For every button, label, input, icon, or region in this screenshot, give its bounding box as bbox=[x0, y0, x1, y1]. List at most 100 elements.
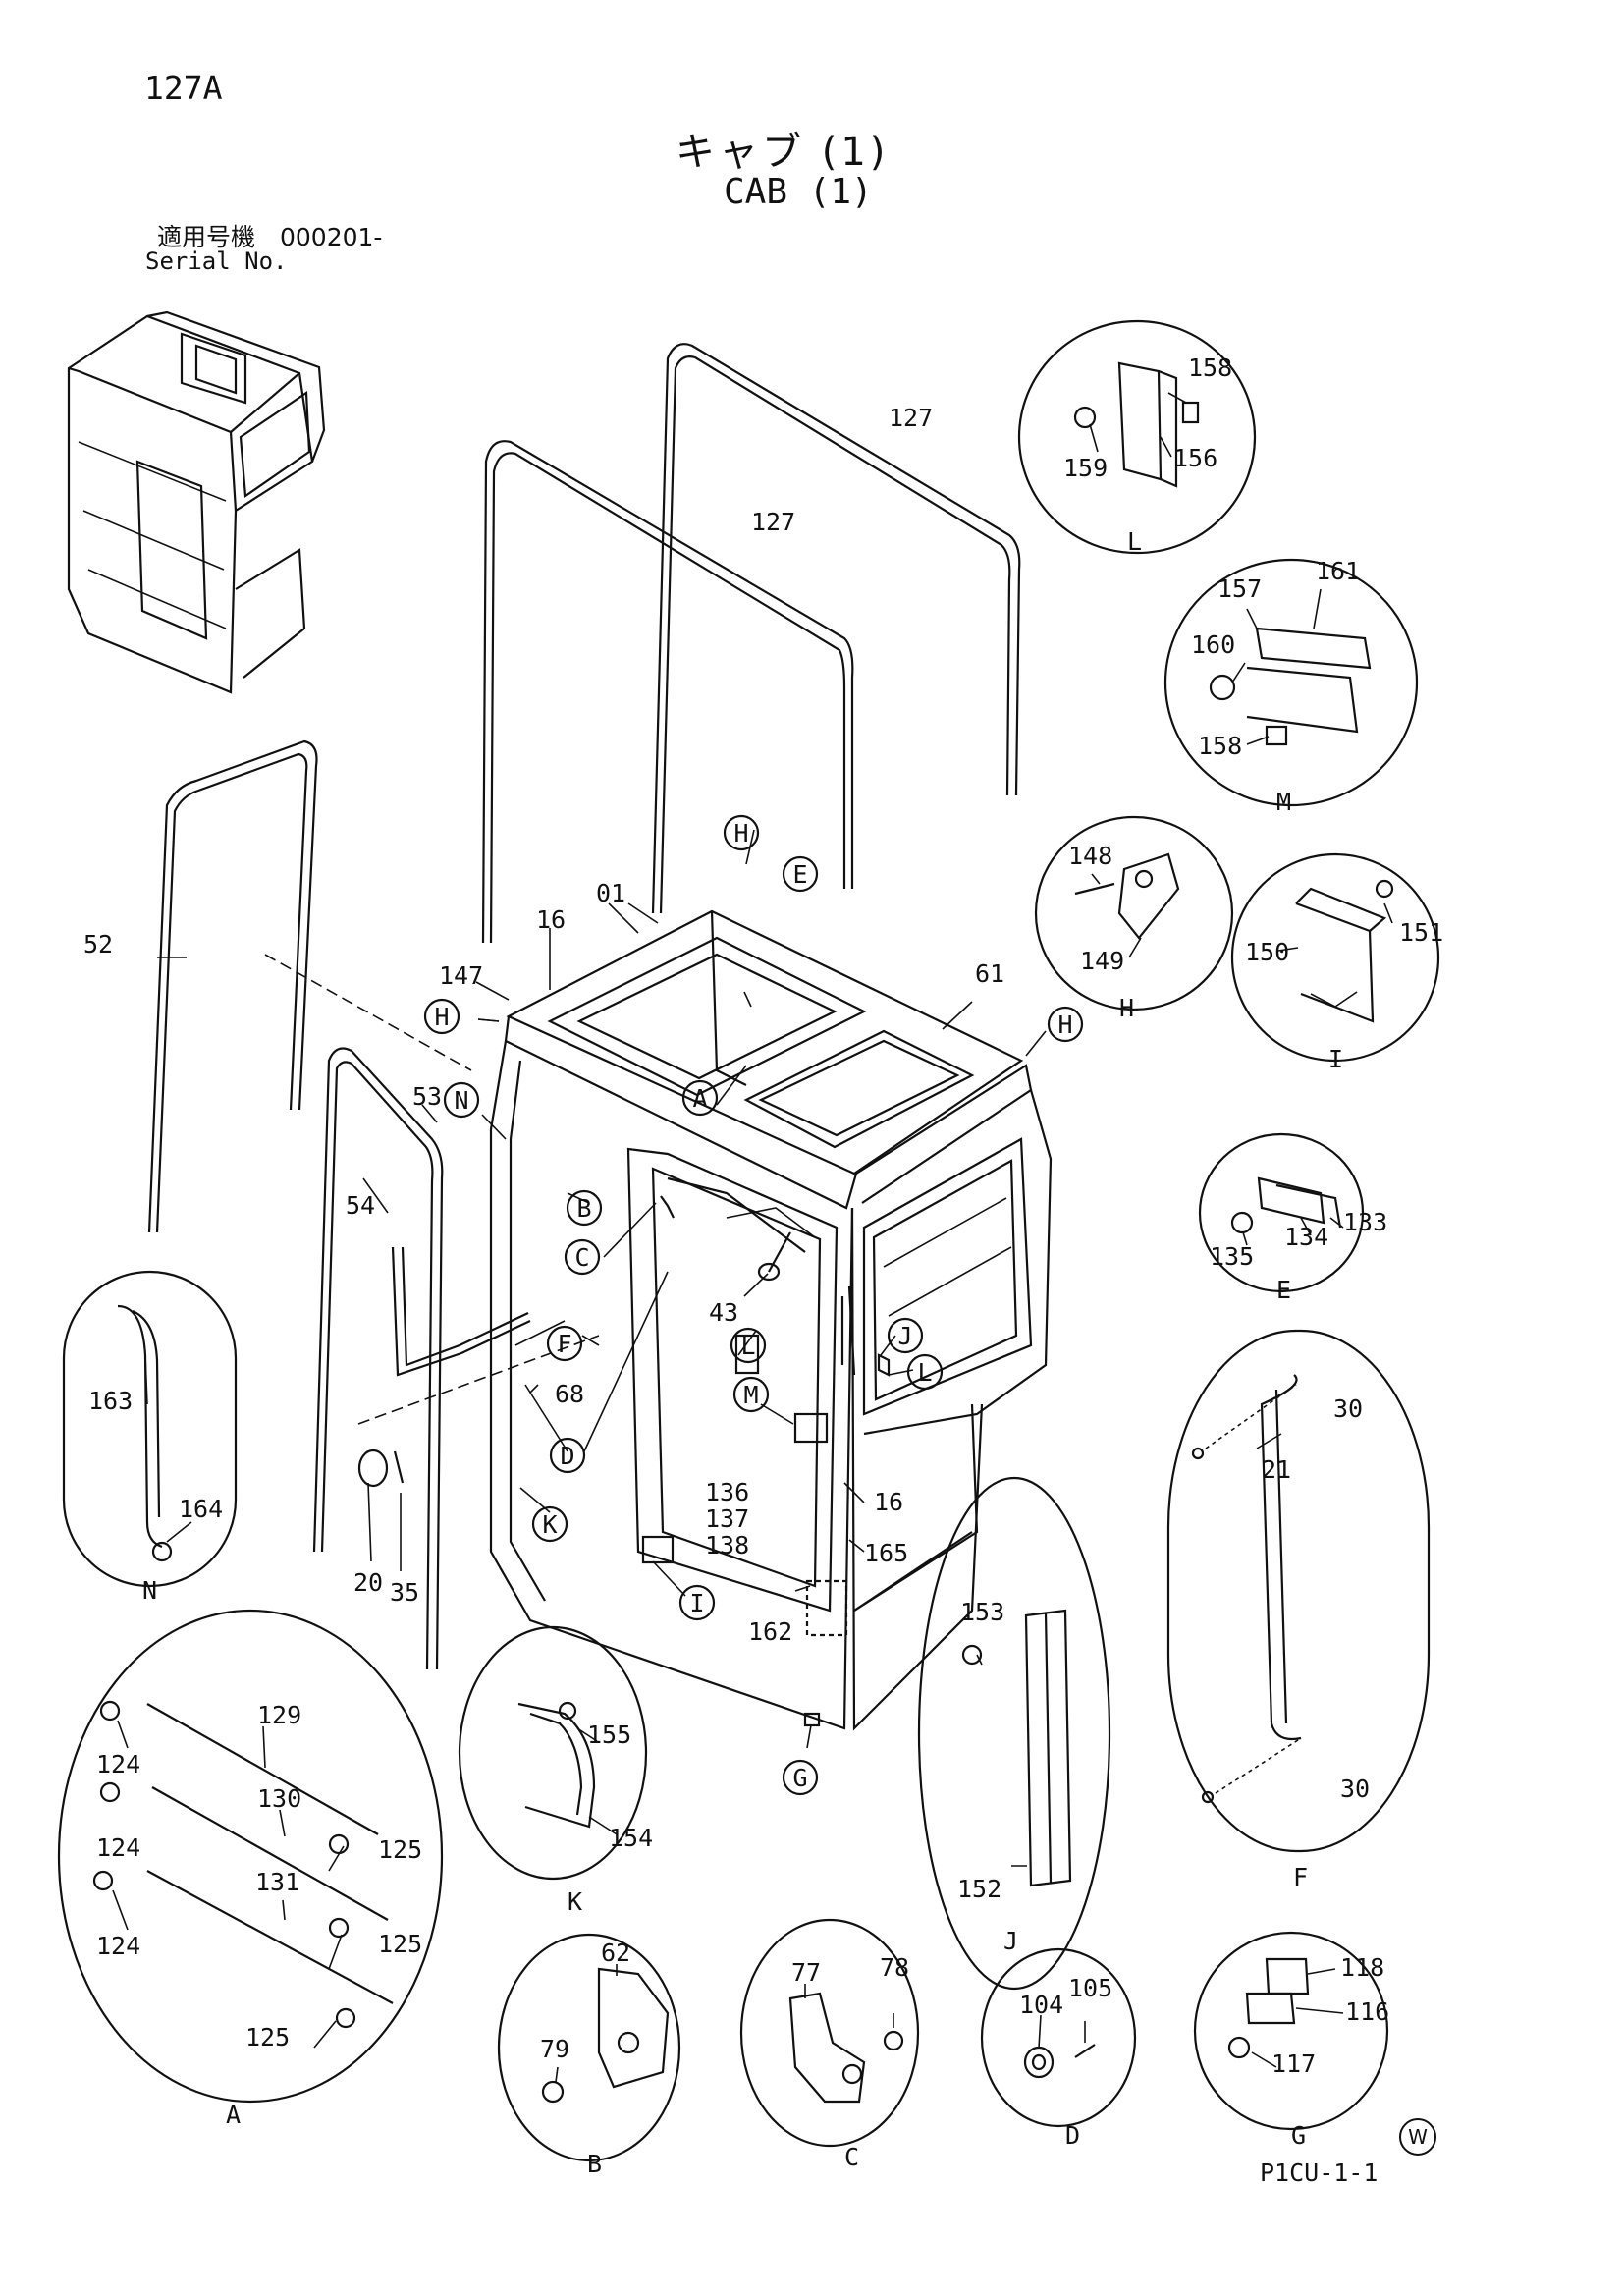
serial-label-english: Serial No. bbox=[145, 247, 288, 275]
ref-marker-K-main: K bbox=[531, 1505, 568, 1543]
detail-letter-H: H bbox=[1119, 994, 1134, 1022]
detail-letters: L M H I E N F A K J B C D G bbox=[142, 527, 1343, 2178]
part-label-20: 20 bbox=[353, 1568, 383, 1597]
detail-letter-C: C bbox=[844, 2143, 859, 2171]
part-label-148: 148 bbox=[1068, 842, 1112, 870]
detail-letter-L: L bbox=[1127, 527, 1142, 556]
part-label-158-M: 158 bbox=[1198, 732, 1242, 760]
svg-text:H: H bbox=[434, 1003, 449, 1031]
detail-C-circle bbox=[739, 1918, 920, 2148]
detail-letter-E: E bbox=[1276, 1276, 1291, 1304]
ref-marker-F-main: F bbox=[546, 1325, 583, 1362]
detail-I-circle bbox=[1230, 852, 1440, 1063]
detail-letter-A: A bbox=[226, 2101, 241, 2129]
part-label-125-c: 125 bbox=[245, 2023, 290, 2051]
part-label-161: 161 bbox=[1316, 557, 1360, 585]
part-label-54: 54 bbox=[346, 1191, 375, 1220]
svg-text:A: A bbox=[692, 1084, 707, 1113]
part-label-125-b: 125 bbox=[378, 1930, 422, 1958]
part-label-151: 151 bbox=[1399, 918, 1443, 947]
ref-marker-B-main: B bbox=[566, 1189, 603, 1227]
svg-text:L: L bbox=[917, 1358, 932, 1387]
revision-mark: W bbox=[1399, 2118, 1436, 2156]
part-label-127-upper: 127 bbox=[889, 404, 933, 432]
svg-text:B: B bbox=[576, 1194, 591, 1223]
part-label-152: 152 bbox=[957, 1875, 1001, 1903]
part-label-147: 147 bbox=[439, 961, 483, 990]
detail-G-circle bbox=[1193, 1931, 1389, 2131]
part-label-157: 157 bbox=[1217, 574, 1262, 603]
svg-text:F: F bbox=[557, 1330, 571, 1358]
glass-seal-127-a-inner bbox=[489, 452, 846, 944]
detail-J-frame bbox=[917, 1476, 1111, 1991]
part-label-130: 130 bbox=[257, 1784, 301, 1813]
detail-letter-K: K bbox=[568, 1887, 582, 1916]
ref-marker-G-main: G bbox=[782, 1759, 819, 1796]
part-label-129: 129 bbox=[257, 1701, 301, 1729]
part-label-137: 137 bbox=[705, 1504, 749, 1533]
svg-text:N: N bbox=[454, 1086, 468, 1115]
part-label-149: 149 bbox=[1080, 947, 1124, 975]
ref-marker-N-main: N bbox=[443, 1081, 480, 1119]
seal-54-inner bbox=[401, 1246, 529, 1367]
part-label-118: 118 bbox=[1340, 1953, 1384, 1982]
glass-seal-127-b bbox=[651, 343, 1021, 914]
part-label-163: 163 bbox=[88, 1387, 133, 1415]
svg-text:J: J bbox=[897, 1322, 912, 1350]
ref-marker-E-top: E bbox=[782, 855, 819, 893]
part-label-124-c: 124 bbox=[96, 1932, 140, 1960]
svg-text:I: I bbox=[689, 1589, 704, 1617]
ref-marker-I-main: I bbox=[678, 1584, 716, 1621]
part-label-78: 78 bbox=[880, 1953, 909, 1982]
part-label-153: 153 bbox=[960, 1598, 1004, 1626]
main-cab-body bbox=[489, 909, 1053, 1731]
part-label-164: 164 bbox=[179, 1495, 223, 1523]
svg-text:C: C bbox=[574, 1243, 589, 1272]
part-label-156: 156 bbox=[1173, 444, 1217, 472]
svg-text:E: E bbox=[792, 860, 807, 889]
svg-text:M: M bbox=[743, 1381, 758, 1409]
part-label-150: 150 bbox=[1245, 938, 1289, 966]
ref-marker-H-left: H bbox=[423, 998, 460, 1035]
part-label-127-lower: 127 bbox=[751, 508, 795, 536]
part-label-162: 162 bbox=[748, 1617, 792, 1646]
detail-B-circle bbox=[497, 1933, 681, 2162]
detail-F-frame bbox=[1166, 1329, 1431, 1853]
glass-seal-127-b-inner bbox=[659, 355, 1011, 914]
part-label-61: 61 bbox=[975, 959, 1004, 988]
detail-letter-I: I bbox=[1328, 1045, 1343, 1073]
reference-cab-view bbox=[67, 310, 326, 694]
part-label-21: 21 bbox=[1262, 1455, 1291, 1484]
detail-letter-D: D bbox=[1065, 2121, 1080, 2150]
part-label-134: 134 bbox=[1284, 1223, 1328, 1251]
part-label-138: 138 bbox=[705, 1531, 749, 1559]
svg-text:D: D bbox=[560, 1442, 574, 1470]
svg-text:H: H bbox=[1057, 1011, 1072, 1039]
part-35-shape bbox=[393, 1450, 405, 1484]
detail-M-circle bbox=[1163, 558, 1419, 807]
part-label-160: 160 bbox=[1191, 630, 1235, 659]
detail-H-circle bbox=[1034, 815, 1234, 1011]
detail-N-frame bbox=[62, 1270, 238, 1588]
part-label-43: 43 bbox=[709, 1298, 738, 1327]
part-labels: 01 16 147 61 127 127 52 53 54 43 68 20 3… bbox=[83, 354, 1443, 2078]
ref-marker-L-main: L bbox=[730, 1327, 767, 1364]
detail-letter-G: G bbox=[1291, 2121, 1306, 2150]
grab-rail-21 bbox=[1260, 1374, 1302, 1741]
seal-53 bbox=[312, 1047, 444, 1670]
part-label-30-lower: 30 bbox=[1340, 1775, 1370, 1803]
svg-text:L: L bbox=[740, 1332, 755, 1360]
part-label-124-a: 124 bbox=[96, 1750, 140, 1778]
ref-marker-M-main: M bbox=[732, 1376, 770, 1413]
part-label-105: 105 bbox=[1068, 1974, 1112, 2002]
detail-letter-M: M bbox=[1276, 788, 1291, 816]
ref-marker-J-main: J bbox=[887, 1317, 924, 1354]
svg-text:H: H bbox=[733, 819, 748, 847]
seal-54 bbox=[391, 1246, 531, 1377]
part-label-131: 131 bbox=[255, 1868, 299, 1896]
detail-K-circle bbox=[458, 1625, 648, 1881]
part-label-154: 154 bbox=[609, 1824, 653, 1852]
part-label-01: 01 bbox=[596, 879, 625, 907]
part-label-16: 16 bbox=[536, 905, 566, 934]
